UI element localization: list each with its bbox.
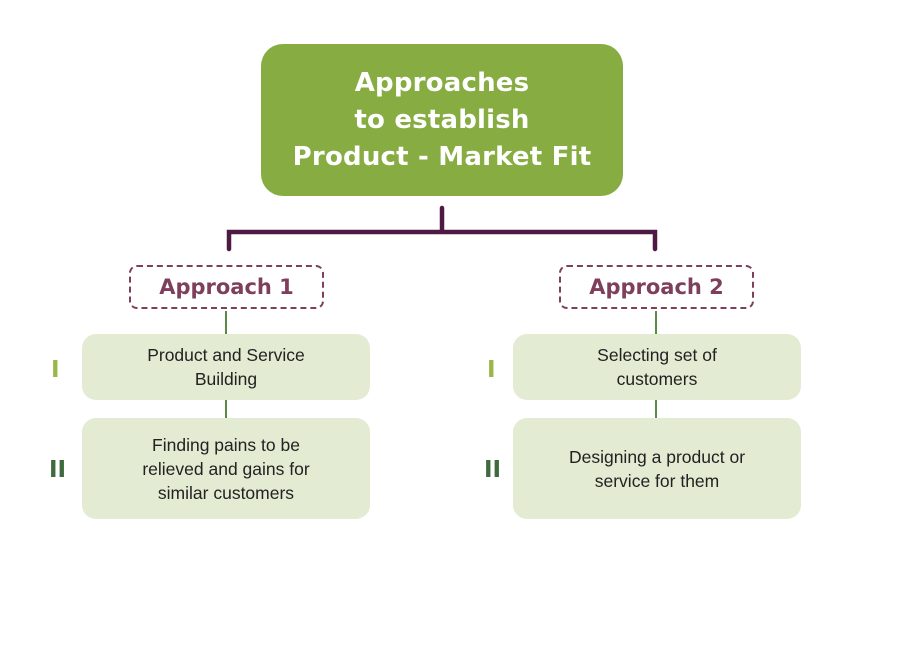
step-text-line: Designing a product or: [568, 446, 746, 467]
step-text-line: service for them: [594, 470, 720, 491]
approach-1-label: Approach 1: [129, 265, 324, 309]
step-text-line: Finding pains to be: [152, 434, 300, 455]
step-text-line: Product and Service: [147, 345, 305, 365]
step-text-line: relieved and gains for: [142, 458, 310, 479]
step-numeral: I: [51, 357, 60, 383]
step-text-line: similar customers: [157, 482, 295, 503]
approach-1-step-1: Product and Service Building: [82, 334, 370, 400]
approach-2-step-1: Selecting set of customers: [513, 334, 801, 400]
step-text-line: customers: [616, 369, 698, 389]
step-numeral: II: [484, 457, 502, 483]
step-text-line: Selecting set of: [597, 345, 717, 365]
root-node: Approaches to establish Product - Market…: [261, 44, 623, 196]
approach-1-step-2: Finding pains to be relieved and gains f…: [82, 418, 370, 519]
root-title-line: to establish: [354, 104, 530, 135]
root-title-line: Approaches: [354, 67, 530, 98]
step-numeral: II: [49, 457, 67, 483]
root-title-line: Product - Market Fit: [292, 141, 592, 172]
approach-2-label: Approach 2: [559, 265, 754, 309]
approach-2-step-2: Designing a product or service for them: [513, 418, 801, 519]
step-text-line: Building: [194, 369, 258, 389]
root-connector: [226, 205, 658, 252]
step-numeral: I: [487, 357, 496, 383]
